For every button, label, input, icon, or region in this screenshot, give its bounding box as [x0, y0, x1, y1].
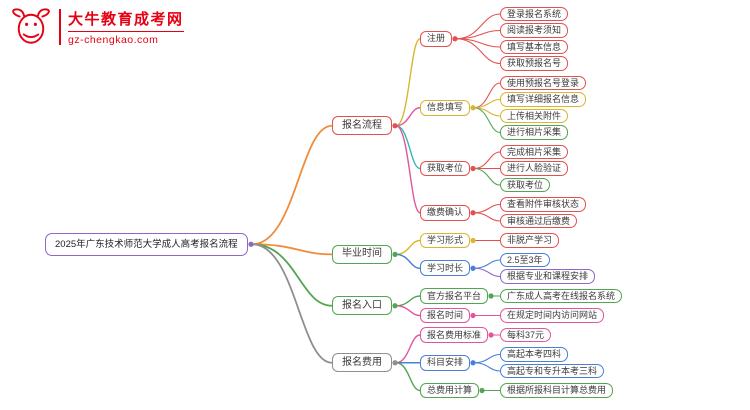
mindmap-leaf-node: 登录报名系统 [500, 6, 569, 22]
mindmap-leaf-node: 进行相片采集 [500, 125, 569, 140]
connector-dot [392, 251, 398, 257]
connector-dot [452, 36, 458, 42]
mindmap-branch-node: 报名费用 [332, 353, 392, 373]
connector-line [395, 305, 421, 317]
connector-line [455, 13, 501, 40]
mindmap-branch-node: 缴费确认 [420, 204, 471, 221]
mindmap-branch-node: 总费用计算 [420, 382, 480, 399]
connector-line [473, 107, 501, 134]
connector-dot [488, 332, 494, 338]
connector-line [395, 239, 421, 256]
connector-dot [470, 312, 476, 319]
connector-dot [470, 105, 476, 111]
connector-dot [479, 387, 485, 394]
mindmap-leaf-node: 填写详细报名信息 [500, 92, 587, 107]
mindmap-leaf-node: 上传相关附件 [500, 108, 569, 124]
connector-dot [470, 237, 476, 244]
mindmap-branch-node: 信息填写 [420, 99, 471, 116]
mindmap-leaf-node: 填写基本信息 [500, 39, 569, 55]
mindmap-leaf-node: 使用预报名号登录 [500, 75, 587, 91]
mindmap-branch-node: 学习时长 [420, 260, 471, 277]
connector-line [473, 212, 501, 222]
connector-line [251, 243, 333, 256]
connector-line [473, 259, 501, 269]
brand-divider [59, 9, 61, 45]
mindmap-leaf-node: 获取预报名号 [500, 56, 569, 71]
mindmap-leaf-node: 2.5至3年 [500, 252, 550, 268]
mindmap-leaf-node: 进行人脸验证 [500, 161, 569, 176]
mindmap-leaf-node: 获取考位 [500, 177, 551, 193]
connector-dot [470, 265, 476, 271]
mindmap-branch-node: 注册 [420, 30, 453, 47]
mindmap-branch-node: 报名入口 [332, 296, 392, 316]
connector-dot [488, 293, 494, 299]
mindmap-branch-node: 报名费用标准 [420, 327, 489, 343]
connector-line [473, 151, 501, 170]
connector-dot [470, 165, 476, 172]
connector-line [251, 243, 333, 307]
connector-line [455, 29, 501, 40]
connector-dot [392, 360, 398, 366]
mindmap-leaf-node: 非脱产学习 [500, 233, 560, 248]
mindmap-branch-node: 获取考位 [420, 160, 471, 177]
mindmap-branch-node: 学习形式 [420, 232, 471, 249]
connector-line [473, 82, 501, 109]
connector-line [473, 267, 501, 278]
connector-line [473, 353, 501, 364]
brand-name: 大牛教育成考网 [68, 8, 184, 32]
connector-line [473, 203, 501, 214]
mindmap-leaf-node: 在规定时间内访问网站 [500, 308, 605, 323]
mindmap-branch-node: 毕业时间 [332, 244, 392, 264]
mindmap-leaf-node: 查看附件审核状态 [500, 197, 587, 212]
connector-dot [470, 360, 476, 366]
mindmap-leaf-node: 广东成人高考在线报名系统 [500, 288, 623, 304]
brand-domain: gz-chengkao.com [68, 34, 159, 46]
mindmap-leaf-node: 每科37元 [500, 327, 552, 343]
connector-line [395, 334, 421, 364]
mindmap-leaf-node: 审核通过后缴费 [500, 213, 578, 229]
connector-line [473, 107, 501, 117]
brand[interactable]: 大牛教育成考网 gz-chengkao.com [10, 7, 184, 47]
mindmap-leaf-node: 根据所报科目计算总费用 [500, 383, 614, 398]
mindmap-root-node: 2025年广东技术师范大学成人高考报名流程 [45, 232, 248, 257]
connector-line [395, 362, 421, 392]
mindmap-branch-node: 报名流程 [332, 116, 392, 136]
connector-line [473, 98, 501, 109]
connector-dot [470, 210, 476, 216]
connector-line [395, 253, 421, 269]
mindmap-leaf-node: 根据专业和课程安排 [500, 269, 596, 284]
mindmap-branch-node: 官方报名平台 [420, 288, 489, 304]
mindmap-branch-node: 科目安排 [420, 354, 471, 371]
connector-line [251, 243, 333, 364]
connector-line [395, 125, 421, 170]
connector-line [395, 107, 421, 127]
connector-line [251, 124, 333, 246]
cow-logo-icon [12, 8, 50, 44]
connector-dot [392, 303, 398, 309]
mindmap-branch-node: 报名时间 [420, 307, 471, 324]
mindmap-leaf-node: 高起专和专升本考三科 [500, 363, 605, 379]
mindmap-leaf-node: 高起本考四科 [500, 347, 569, 362]
connector-line [395, 38, 421, 127]
connector-dot [248, 241, 254, 247]
connector-line [473, 167, 501, 186]
connector-dot [392, 123, 398, 129]
connector-line [395, 125, 421, 214]
mindmap-leaf-node: 阅读报考须知 [500, 23, 569, 38]
connector-line [455, 38, 501, 65]
connector-line [455, 38, 501, 48]
mindmap-leaf-node: 完成相片采集 [500, 144, 569, 160]
connector-line [395, 295, 421, 307]
connector-line [473, 362, 501, 372]
